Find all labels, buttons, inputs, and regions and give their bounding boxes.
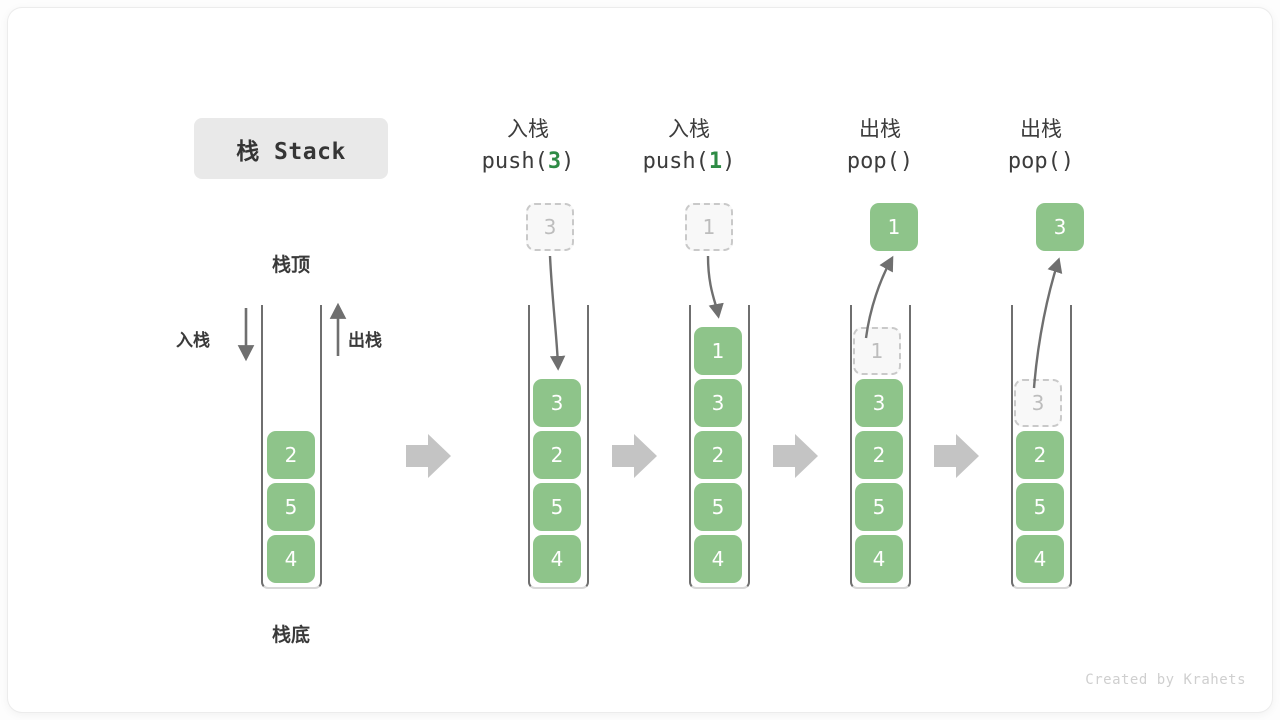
column-header-cn: 出栈 xyxy=(859,117,901,141)
stack-container-pop-1 xyxy=(850,305,911,589)
stack-cell: 2 xyxy=(533,431,581,479)
stack-cell: 5 xyxy=(267,483,315,531)
stack-container-initial xyxy=(261,305,322,589)
stack-cell: 2 xyxy=(267,431,315,479)
column-header-cn: 入栈 xyxy=(507,117,549,141)
code-prefix: pop( xyxy=(1007,149,1061,174)
stack-cell: 5 xyxy=(533,483,581,531)
popped-cell: 3 xyxy=(1036,203,1084,251)
pop-direction-label: 出栈 xyxy=(348,331,382,351)
step-arrow-2 xyxy=(612,434,657,478)
stack-cell: 3 xyxy=(694,379,742,427)
column-header-push-3: 入栈 push(3) xyxy=(453,113,603,179)
code-arg: 3 xyxy=(547,149,562,174)
column-header-code: push(3) xyxy=(453,145,603,179)
step-arrow-1 xyxy=(406,434,451,478)
step-arrow-4 xyxy=(934,434,979,478)
stack-bottom-label: 栈底 xyxy=(271,624,310,646)
code-suffix: ) xyxy=(561,149,575,174)
code-suffix: ) xyxy=(899,149,914,174)
code-prefix: push( xyxy=(642,149,709,174)
diagram-title-text: 栈 Stack xyxy=(236,138,346,165)
code-arg: 1 xyxy=(708,149,723,174)
stack-cell: 4 xyxy=(533,535,581,583)
column-header-code: pop() xyxy=(966,145,1116,179)
stack-cell: 3 xyxy=(533,379,581,427)
stack-container-push-1 xyxy=(689,305,750,589)
column-header-pop-3: 出栈 pop() xyxy=(966,113,1116,179)
popped-cell: 1 xyxy=(870,203,918,251)
code-suffix: ) xyxy=(722,149,736,174)
stack-top-label: 栈顶 xyxy=(271,254,310,276)
footer-credit: Created by Krahets xyxy=(1085,672,1246,688)
vacated-ghost-cell: 1 xyxy=(853,327,901,375)
column-header-code: pop() xyxy=(805,145,955,179)
stack-cell: 5 xyxy=(855,483,903,531)
column-header-cn: 出栈 xyxy=(1020,117,1062,141)
stack-cell: 2 xyxy=(1016,431,1064,479)
stack-cell: 4 xyxy=(694,535,742,583)
stack-cell: 1 xyxy=(694,327,742,375)
stack-cell: 4 xyxy=(855,535,903,583)
push-direction-label: 入栈 xyxy=(176,331,210,351)
stack-cell: 5 xyxy=(1016,483,1064,531)
incoming-ghost-cell: 3 xyxy=(526,203,574,251)
stack-cell: 4 xyxy=(267,535,315,583)
stack-container-pop-3 xyxy=(1011,305,1072,589)
column-header-push-1: 入栈 push(1) xyxy=(614,113,764,179)
column-header-pop-1: 出栈 pop() xyxy=(805,113,955,179)
stack-cell: 2 xyxy=(694,431,742,479)
vacated-ghost-cell: 3 xyxy=(1014,379,1062,427)
step-arrow-3 xyxy=(773,434,818,478)
stack-cell: 2 xyxy=(855,431,903,479)
code-prefix: push( xyxy=(481,149,548,174)
code-suffix: ) xyxy=(1060,149,1075,174)
stack-cell: 5 xyxy=(694,483,742,531)
column-header-code: push(1) xyxy=(614,145,764,179)
stack-cell: 4 xyxy=(1016,535,1064,583)
incoming-ghost-cell: 1 xyxy=(685,203,733,251)
code-prefix: pop( xyxy=(846,149,900,174)
stack-container-push-3 xyxy=(528,305,589,589)
stack-cell: 3 xyxy=(855,379,903,427)
diagram-title-chip: 栈 Stack xyxy=(194,118,388,179)
diagram-card: 栈 Stack 栈顶 栈底 入栈 出栈 入栈 push(3) 入栈 push(1… xyxy=(8,8,1272,712)
column-header-cn: 入栈 xyxy=(668,117,710,141)
